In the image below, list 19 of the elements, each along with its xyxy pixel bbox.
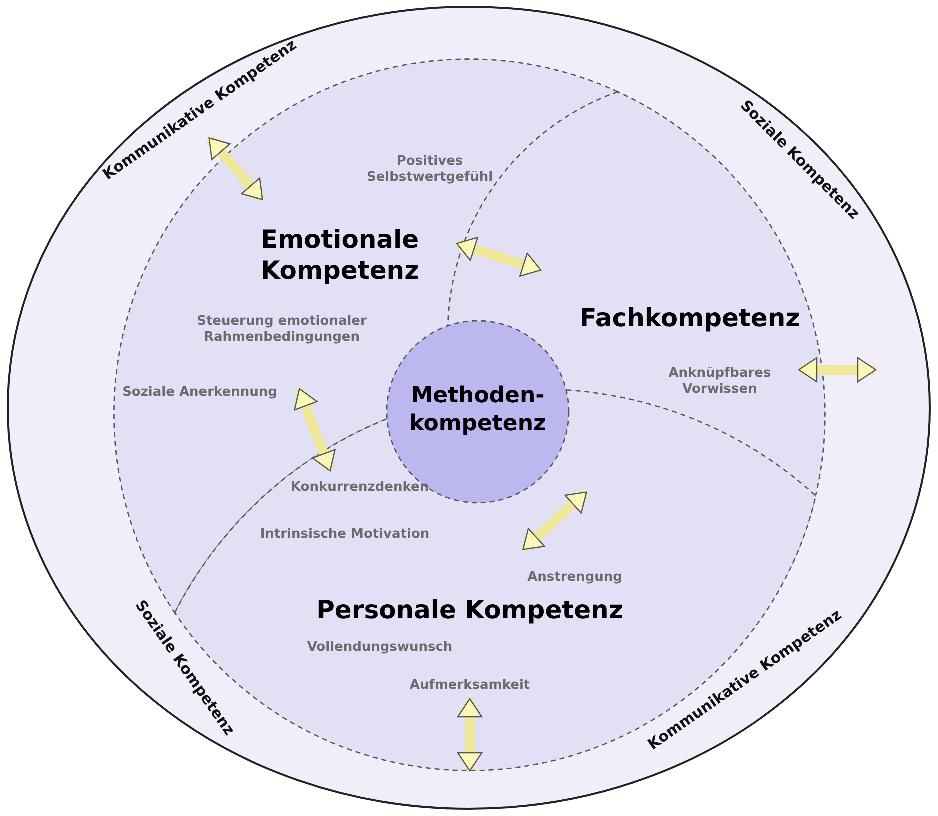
double-arrow — [457, 698, 483, 772]
double-arrow — [294, 388, 336, 472]
double-arrow — [456, 237, 542, 277]
region-label: Konkurrenzdenken — [290, 480, 430, 496]
region-title: Personale Kompetenz — [316, 594, 624, 626]
region-label: Soziale Anerkennung — [122, 384, 278, 402]
region-label: Steuerung emotionaler Rahmenbedingungen — [196, 314, 368, 346]
region-label: Intrinsische Motivation — [260, 526, 430, 544]
region-title: Fachkompetenz — [580, 302, 800, 334]
region-label: Anstrengung — [528, 570, 622, 586]
region-title: Emotionale Kompetenz — [260, 224, 420, 286]
double-arrow — [206, 136, 266, 202]
region-label: Anknüpfbares Vorwissen — [668, 366, 772, 398]
double-arrow — [520, 489, 590, 553]
double-arrow — [798, 357, 877, 383]
region-label: Vollendungswunsch — [307, 640, 453, 656]
center-title: Methoden- kompetenz — [408, 382, 548, 438]
region-label: Positives Selbstwertgefühl — [366, 154, 494, 186]
region-label: Aufmerksamkeit — [410, 678, 530, 694]
